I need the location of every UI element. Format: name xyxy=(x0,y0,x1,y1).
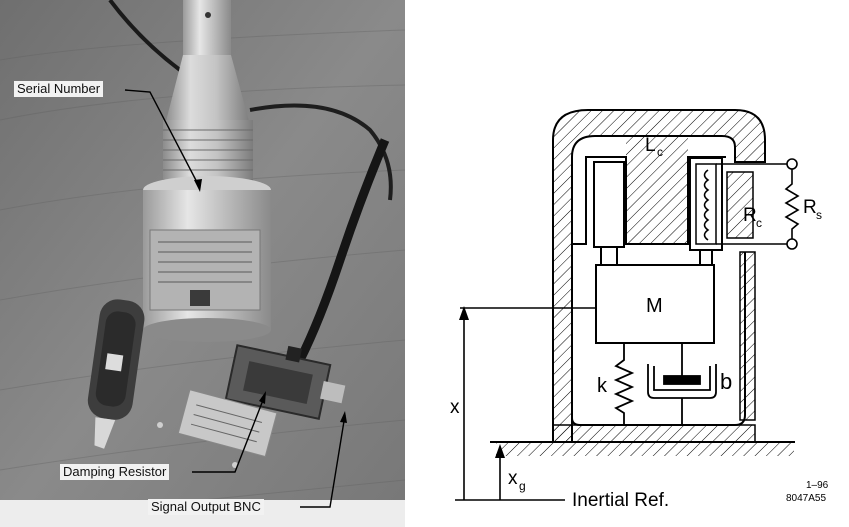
lc-subscript: c xyxy=(657,145,663,159)
ground xyxy=(490,441,795,456)
damper-label: b xyxy=(720,369,732,394)
rs-label: R xyxy=(803,197,817,218)
rs-subscript: s xyxy=(816,208,822,222)
figure-code-1: 1–96 xyxy=(806,480,829,491)
inertial-reference-label: Inertial Ref. xyxy=(572,490,669,511)
signal-output-callout: Signal Output BNC xyxy=(148,499,264,515)
damper xyxy=(647,343,717,425)
mass-block xyxy=(595,264,715,344)
coil-winding xyxy=(703,169,710,241)
x-label: x xyxy=(450,397,460,418)
terminal-bottom xyxy=(786,238,798,250)
mass-label: M xyxy=(646,295,663,317)
xg-subscript: g xyxy=(519,479,526,493)
xg-label: x xyxy=(508,468,518,489)
figure-code-2: 8047A55 xyxy=(786,493,826,504)
x-displacement-arrow xyxy=(459,306,469,500)
damping-resistor-callout: Damping Resistor xyxy=(60,464,170,480)
lc-label: L xyxy=(645,135,656,156)
terminal-top xyxy=(786,158,798,170)
housing xyxy=(552,109,766,443)
spring-label: k xyxy=(597,375,608,397)
xg-displacement-arrow xyxy=(495,444,505,500)
rc-label: R xyxy=(743,205,757,226)
geophone-schematic: L c R c R s M k b x x g Inertial Ref. 1–… xyxy=(450,109,829,511)
magnet-post xyxy=(593,161,625,248)
spring xyxy=(613,343,635,425)
serial-number-callout: Serial Number xyxy=(14,81,104,97)
rc-subscript: c xyxy=(756,216,762,230)
shunt-resistor xyxy=(784,169,800,239)
geophone-photo xyxy=(0,0,405,527)
